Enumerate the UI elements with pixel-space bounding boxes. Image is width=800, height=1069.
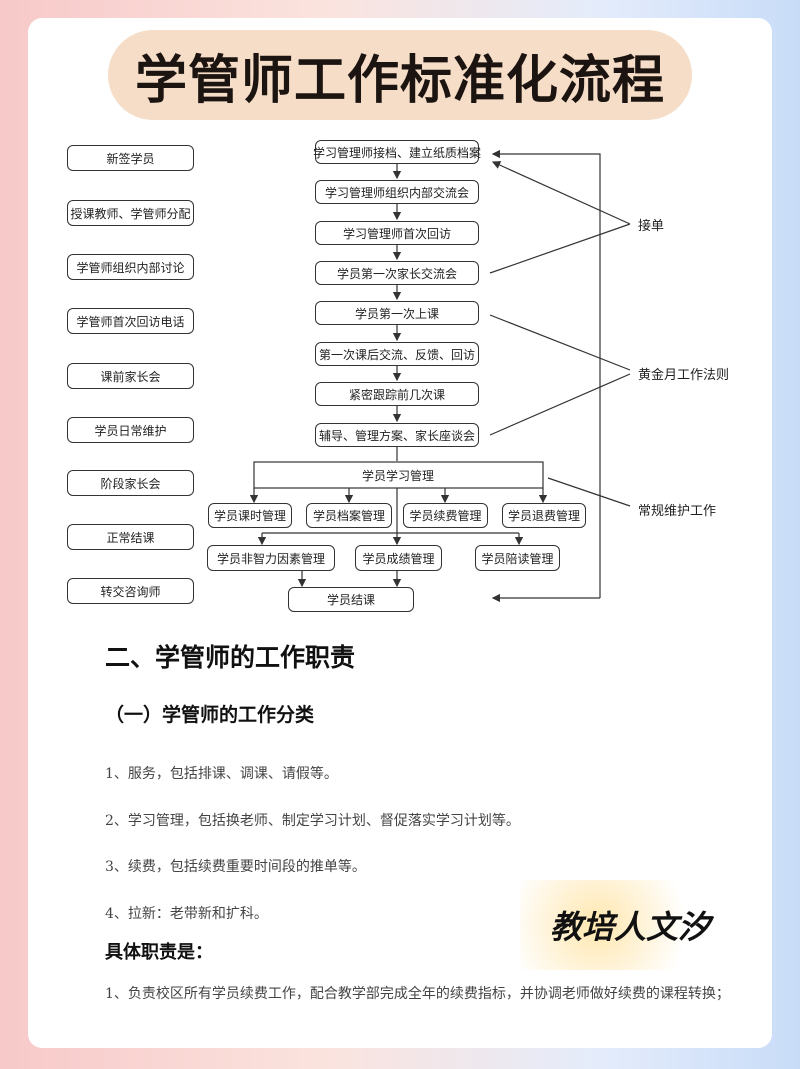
left-step: 学员日常维护 (67, 417, 194, 443)
management-box: 学员成绩管理 (355, 545, 442, 571)
management-box: 学员陪读管理 (475, 545, 560, 571)
flowchart-connectors (249, 149, 631, 603)
left-step: 新签学员 (67, 145, 194, 171)
management-box: 学员课时管理 (208, 503, 292, 528)
management-box: 学员续费管理 (403, 503, 488, 528)
page-title: 学管师工作标准化流程 (108, 30, 692, 120)
left-step: 转交咨询师 (67, 578, 194, 604)
left-step: 学管师首次回访电话 (67, 308, 194, 334)
hub-label: 学员学习管理 (361, 468, 434, 483)
left-step: 课前家长会 (67, 363, 194, 389)
label-golden-month: 黄金月工作法则 (638, 368, 730, 383)
middle-step: 辅导、管理方案、家长座谈会 (315, 423, 479, 447)
middle-step: 第一次课后交流、反馈、回访 (315, 342, 479, 366)
list-item: 3、续费，包括续费重要时间段的推单等。 (105, 859, 366, 875)
end-step: 学员结课 (288, 587, 414, 612)
middle-step: 学习管理师首次回访 (315, 221, 479, 245)
management-box: 学员非智力因素管理 (207, 545, 335, 571)
management-box: 学员档案管理 (306, 503, 392, 528)
left-step: 学管师组织内部讨论 (67, 254, 194, 280)
list-item: 1、服务，包括排课、调课、请假等。 (105, 766, 338, 782)
left-step: 授课教师、学管师分配 (67, 200, 194, 226)
subsection-heading: （一）学管师的工作分类 (105, 704, 315, 726)
section-heading: 二、学管师的工作职责 (105, 643, 356, 672)
list-item: 4、拉新：老带新和扩科。 (105, 906, 268, 922)
brand-logo: 教培人文汐 (520, 880, 740, 970)
left-step: 阶段家长会 (67, 470, 194, 496)
management-box: 学员退费管理 (502, 503, 586, 528)
middle-step: 紧密跟踪前几次课 (315, 382, 479, 406)
duties-heading: 具体职责是： (105, 942, 213, 963)
middle-step: 学员第一次上课 (315, 301, 479, 325)
middle-step: 学员第一次家长交流会 (315, 261, 479, 285)
duty-paragraph: 1、负责校区所有学员续费工作，配合教学部完成全年的续费指标，并协调老师做好续费的… (105, 986, 730, 1002)
label-routine: 常规维护工作 (638, 504, 717, 519)
left-step: 正常结课 (67, 524, 194, 550)
middle-step: 学习管理师组织内部交流会 (315, 180, 479, 204)
list-item: 2、学习管理，包括换老师、制定学习计划、督促落实学习计划等。 (105, 813, 520, 829)
middle-step: 学习管理师接档、建立纸质档案 (313, 140, 481, 164)
label-order: 接单 (638, 219, 665, 234)
